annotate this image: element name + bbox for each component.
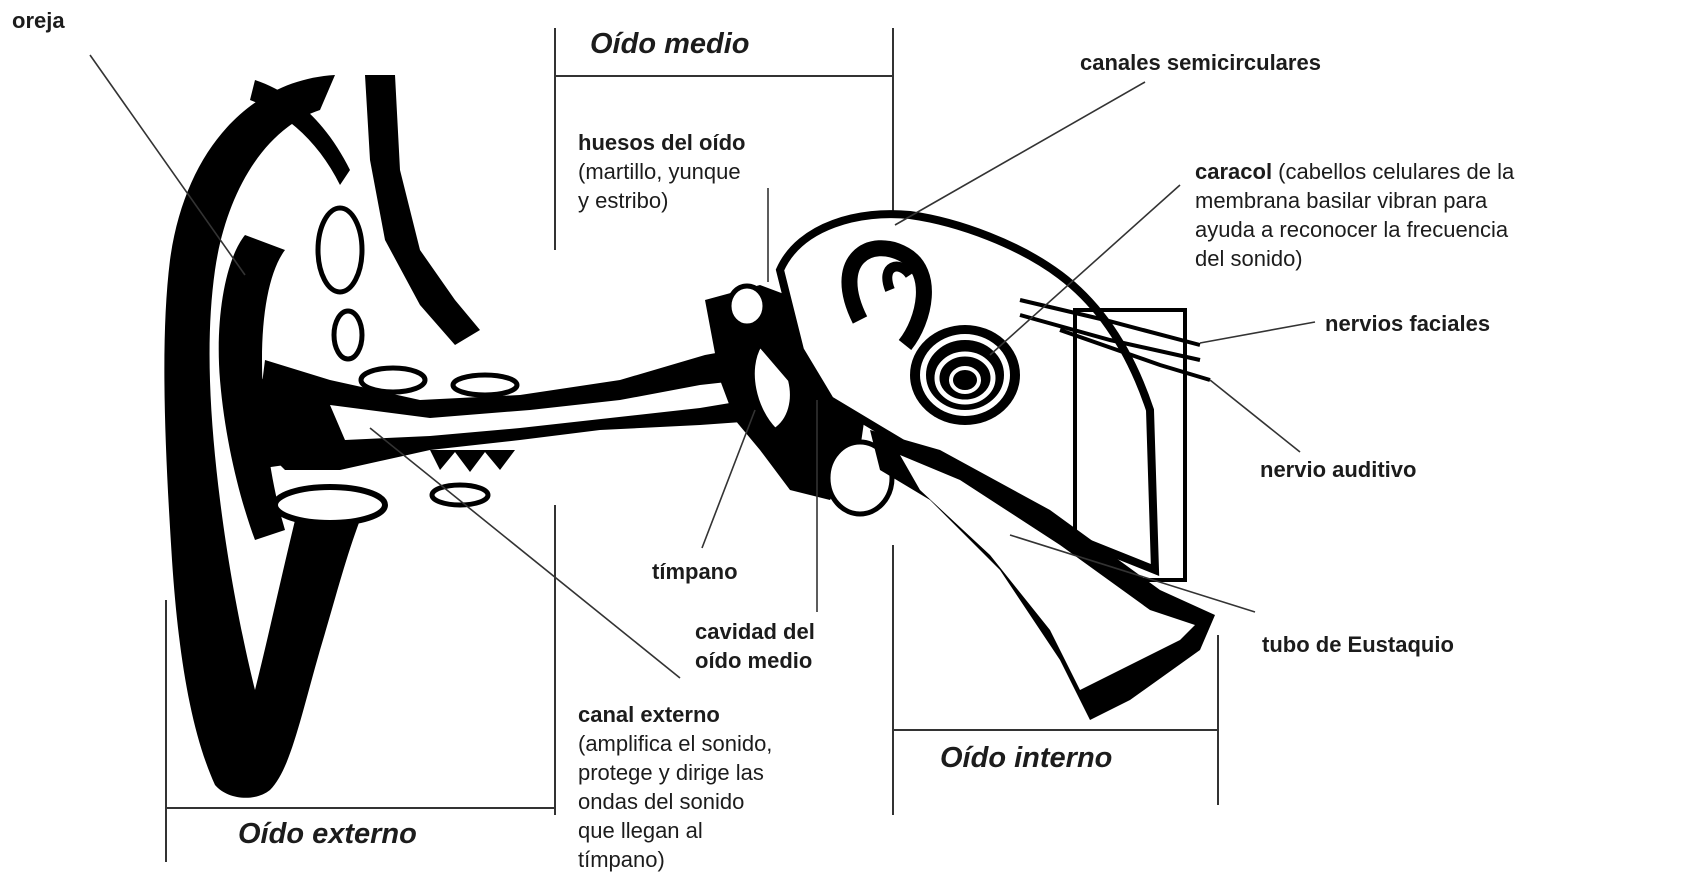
leader-canal <box>370 428 680 678</box>
section-title-outer-ear: Oído externo <box>238 818 417 851</box>
label-huesos-line2: y estribo) <box>578 186 745 215</box>
leader-timpano <box>702 410 755 548</box>
label-canal-line5: tímpano) <box>578 845 772 874</box>
cochlea <box>910 325 1020 425</box>
label-oreja: oreja <box>12 6 65 35</box>
label-caracol-title: caracol <box>1195 159 1272 184</box>
label-caracol-line0: caracol (cabellos celulares de la <box>1195 157 1514 186</box>
label-caracol: caracol (cabellos celulares de la membra… <box>1195 157 1514 273</box>
label-canal-title: canal externo <box>578 700 772 729</box>
cartilage-oval-4 <box>453 375 517 395</box>
label-cavidad-line1: cavidad del <box>695 617 815 646</box>
label-huesos: huesos del oído (martillo, yunque y estr… <box>578 128 745 215</box>
label-caracol-line4: del sonido) <box>1195 244 1514 273</box>
label-canal-line1: (amplifica el sonido, <box>578 729 772 758</box>
label-nervios-faciales: nervios faciales <box>1325 309 1490 338</box>
section-title-middle-ear: Oído medio <box>590 28 750 61</box>
cartilage-oval-6 <box>432 485 488 505</box>
label-cavidad: cavidad del oído medio <box>695 617 815 675</box>
label-canal-externo: canal externo (amplifica el sonido, prot… <box>578 700 772 874</box>
label-cavidad-line2: oído medio <box>695 646 815 675</box>
label-nervio-auditivo-text: nervio auditivo <box>1260 457 1416 482</box>
label-canal-line2: protege y dirige las <box>578 758 772 787</box>
cartilage-oval-5 <box>275 487 385 523</box>
temporal-band <box>365 75 480 345</box>
label-canales-text: canales semicirculares <box>1080 50 1321 75</box>
label-timpano: tímpano <box>652 557 738 586</box>
label-canal-line3: ondas del sonido <box>578 787 772 816</box>
label-caracol-line1: (cabellos celulares de la <box>1272 159 1514 184</box>
cartilage-oval-1 <box>318 208 362 292</box>
label-tubo-eustaquio: tubo de Eustaquio <box>1262 630 1454 659</box>
section-title-inner-ear: Oído interno <box>940 742 1112 775</box>
cartilage-oval-3 <box>361 368 425 392</box>
label-tubo-text: tubo de Eustaquio <box>1262 632 1454 657</box>
leader-nervios-faciales <box>1200 322 1315 343</box>
leader-nervio-auditivo <box>1210 380 1300 452</box>
label-canales-semicirculares: canales semicirculares <box>1080 48 1321 77</box>
leader-canales <box>895 82 1145 225</box>
label-timpano-text: tímpano <box>652 559 738 584</box>
label-caracol-line2: membrana basilar vibran para <box>1195 186 1514 215</box>
label-nervios-faciales-text: nervios faciales <box>1325 311 1490 336</box>
label-caracol-line3: ayuda a reconocer la frecuencia <box>1195 215 1514 244</box>
label-huesos-line1: (martillo, yunque <box>578 157 745 186</box>
cartilage-oval-2 <box>334 311 362 359</box>
label-huesos-title: huesos del oído <box>578 128 745 157</box>
label-oreja-text: oreja <box>12 8 65 33</box>
malleus-head <box>729 286 765 326</box>
label-nervio-auditivo: nervio auditivo <box>1260 455 1416 484</box>
label-canal-line4: que llegan al <box>578 816 772 845</box>
